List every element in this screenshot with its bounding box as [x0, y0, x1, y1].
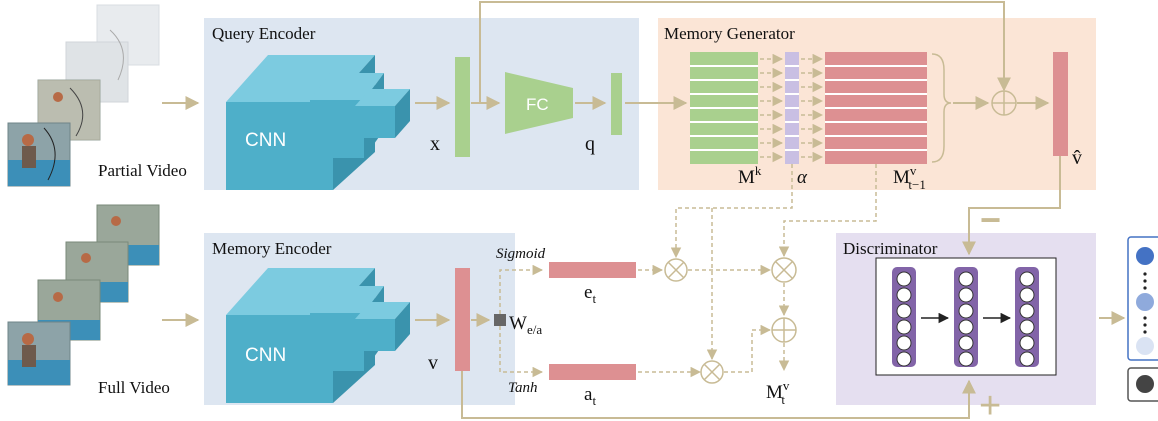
query-feature-x	[455, 57, 470, 157]
weight-to-add-path	[499, 326, 544, 378]
weight-label: We/a	[509, 313, 542, 337]
memory-key-label: Mk	[738, 163, 762, 188]
memory-cnn-label: CNN	[245, 345, 286, 366]
erase-vector	[549, 262, 636, 278]
neuron-layer-2	[954, 267, 978, 367]
query-cnn-block	[226, 55, 410, 190]
tanh-label: Tanh	[508, 380, 537, 396]
update-sum-icon	[771, 317, 797, 343]
fc-label: FC	[526, 95, 549, 114]
query-feature-x-label: x	[430, 133, 440, 155]
full-video-label: Full Video	[98, 378, 170, 397]
predicted-vhat	[1053, 52, 1068, 156]
memory-cnn-block	[226, 268, 410, 403]
negative-sign: −	[980, 199, 1001, 240]
neuron-layer-3	[1015, 267, 1039, 367]
class-score-panel	[1127, 236, 1158, 361]
add-result-path	[724, 324, 772, 373]
discriminator-title: Discriminator	[843, 239, 938, 258]
memory-value-matrix	[825, 52, 927, 164]
memory-encoder-title: Memory Encoder	[212, 239, 332, 258]
add-vector-label: at	[584, 384, 596, 408]
weight-to-erase-path	[499, 264, 544, 314]
add-multiply-icon	[700, 360, 724, 384]
fake-score-panel	[1127, 367, 1158, 402]
memory-feature-v	[455, 268, 470, 371]
memory-generator-title: Memory Generator	[664, 24, 795, 43]
v-to-discriminator-path	[461, 371, 976, 419]
alpha-to-ops-path	[670, 164, 793, 259]
alpha-to-value-arrows	[801, 53, 824, 163]
erase-vector-label: et	[584, 282, 596, 306]
value-brace	[931, 53, 952, 163]
query-vector-q	[611, 73, 622, 135]
query-cnn-label: CNN	[245, 130, 286, 151]
value-to-update-path	[778, 164, 877, 258]
neuron-layer-1	[892, 267, 916, 367]
partial-video-frames	[7, 4, 160, 187]
vhat-to-discriminator-path	[962, 156, 1061, 256]
predicted-vhat-label: v̂	[1072, 147, 1082, 169]
weight-square-icon	[494, 314, 506, 326]
erase-multiply-icon	[664, 258, 688, 282]
sigmoid-label: Sigmoid	[496, 246, 546, 262]
query-encoder-title: Query Encoder	[212, 24, 316, 43]
positive-sign: +	[979, 385, 1001, 421]
memory-feature-v-label: v	[428, 352, 438, 374]
alpha-label: α	[797, 167, 808, 188]
full-video-frames	[7, 204, 160, 386]
add-vector	[549, 364, 636, 380]
alpha-vector	[785, 52, 799, 164]
update-multiply-icon	[771, 257, 797, 283]
memory-key-matrix	[690, 52, 758, 164]
skip-connection	[479, 1, 1011, 103]
fc-layer	[505, 72, 573, 134]
sum-op-icon	[991, 90, 1017, 116]
key-to-alpha-arrows	[760, 53, 784, 163]
partial-video-label: Partial Video	[98, 161, 187, 180]
query-vector-q-label: q	[585, 133, 595, 155]
